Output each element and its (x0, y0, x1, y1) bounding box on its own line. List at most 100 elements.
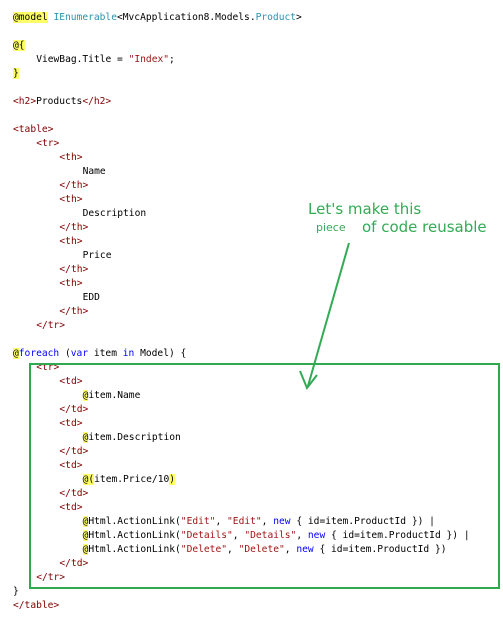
code-line: <td> (59, 459, 82, 473)
code-token: var (70, 348, 89, 359)
code-token: IEnumerable (53, 12, 117, 23)
code-token: EDD (82, 292, 100, 303)
code-line: </td> (59, 403, 88, 417)
code-line: </tr> (36, 319, 65, 333)
code-token: { id=item.ProductId }) | (325, 530, 470, 541)
code-token: item.Price/10 (94, 474, 170, 485)
code-token: "Delete" (238, 544, 285, 555)
code-token: @ (82, 432, 89, 443)
code-line: </th> (59, 221, 88, 235)
code-token: Product (255, 12, 297, 23)
code-token: </td> (59, 446, 89, 457)
code-line: ViewBag.Title = "Index"; (36, 53, 175, 67)
code-line: <td> (59, 417, 82, 431)
code-line: </tr> (36, 571, 65, 585)
code-token: Html.ActionLink( (88, 516, 181, 527)
code-token: "Index" (128, 54, 170, 65)
code-line: </table> (13, 599, 59, 613)
code-line: @model IEnumerable<MvcApplication8.Model… (13, 11, 302, 25)
code-token: @model (13, 12, 48, 23)
code-token: </h2> (82, 96, 112, 107)
code-token: <th> (59, 152, 83, 163)
code-token: @ (82, 390, 89, 401)
code-token: </th> (59, 264, 89, 275)
code-line: <th> (59, 151, 82, 165)
code-line: <th> (59, 235, 82, 249)
code-token: , (296, 530, 308, 541)
code-token: ; (169, 54, 175, 65)
code-token: <th> (59, 278, 83, 289)
code-token: <td> (59, 502, 83, 513)
code-token: <th> (59, 194, 83, 205)
code-token: @ (82, 516, 89, 527)
code-token: Html.ActionLink( (88, 530, 181, 541)
code-token: </tr> (36, 320, 66, 331)
code-line: @Html.ActionLink("Delete", "Delete", new… (82, 543, 447, 557)
code-token: , (227, 544, 239, 555)
code-token: } (13, 586, 19, 597)
code-token: @ (82, 530, 89, 541)
code-token: </td> (59, 404, 89, 415)
code-token: <tr> (36, 138, 60, 149)
code-token: new (296, 544, 314, 555)
code-token: </table> (13, 600, 60, 611)
code-token: </th> (59, 180, 89, 191)
code-line: </td> (59, 487, 88, 501)
code-token: ) (169, 474, 176, 485)
code-token: ViewBag.Title = (36, 54, 129, 65)
code-token: <h2> (13, 96, 37, 107)
code-token: Products (36, 96, 83, 107)
code-token: @( (82, 474, 95, 485)
code-token: <tr> (36, 362, 60, 373)
code-line: @item.Name (82, 389, 141, 403)
annotation-line-2: of code reusable (362, 218, 487, 236)
code-line: <td> (59, 375, 82, 389)
code-token: </tr> (36, 572, 66, 583)
code-line: <tr> (36, 361, 59, 375)
code-line: </th> (59, 305, 88, 319)
code-line: Price (83, 249, 112, 263)
reusable-code-highlight-frame (29, 363, 500, 589)
code-line: </th> (59, 179, 88, 193)
code-line: <th> (59, 193, 82, 207)
code-token: </th> (59, 222, 89, 233)
code-token: Price (82, 250, 112, 261)
code-line: @(item.Price/10) (82, 473, 176, 487)
code-token: { id=item.ProductId }) (313, 544, 447, 555)
code-token: Name (82, 166, 106, 177)
code-token: , (215, 516, 228, 527)
code-line: </td> (59, 445, 88, 459)
annotation-word-piece: piece (316, 221, 346, 234)
code-token: , (261, 516, 274, 527)
code-line: @Html.ActionLink("Details", "Details", n… (82, 529, 470, 543)
code-line: <table> (13, 123, 53, 137)
code-line: </th> (59, 263, 88, 277)
annotation-line-1: Let's make this (308, 200, 422, 218)
code-line: <h2>Products</h2> (13, 95, 111, 109)
code-token: new (307, 530, 326, 541)
code-line: } (13, 67, 19, 81)
code-token: item.Name (88, 390, 141, 401)
code-line: <tr> (36, 137, 59, 151)
code-token: "Delete" (180, 544, 228, 555)
code-line: <th> (59, 277, 82, 291)
code-token: <td> (59, 376, 83, 387)
code-line: @foreach (var item in Model) { (13, 347, 186, 361)
code-token: > (296, 12, 302, 23)
code-token: foreach (18, 348, 60, 359)
code-token: Model) { (134, 348, 187, 359)
code-line: Description (83, 207, 147, 221)
code-line: <td> (59, 501, 82, 515)
code-token: "Edit" (227, 516, 262, 527)
code-token: Description (82, 208, 147, 219)
code-token: ( (59, 348, 71, 359)
code-token: "Edit" (180, 516, 216, 527)
code-token: "Details" (244, 530, 297, 541)
code-token: <td> (59, 460, 83, 471)
code-token: item.Description (88, 432, 181, 443)
code-token: item (88, 348, 123, 359)
code-line: </td> (59, 557, 88, 571)
code-token: } (13, 68, 19, 79)
code-token: @{ (13, 40, 25, 51)
